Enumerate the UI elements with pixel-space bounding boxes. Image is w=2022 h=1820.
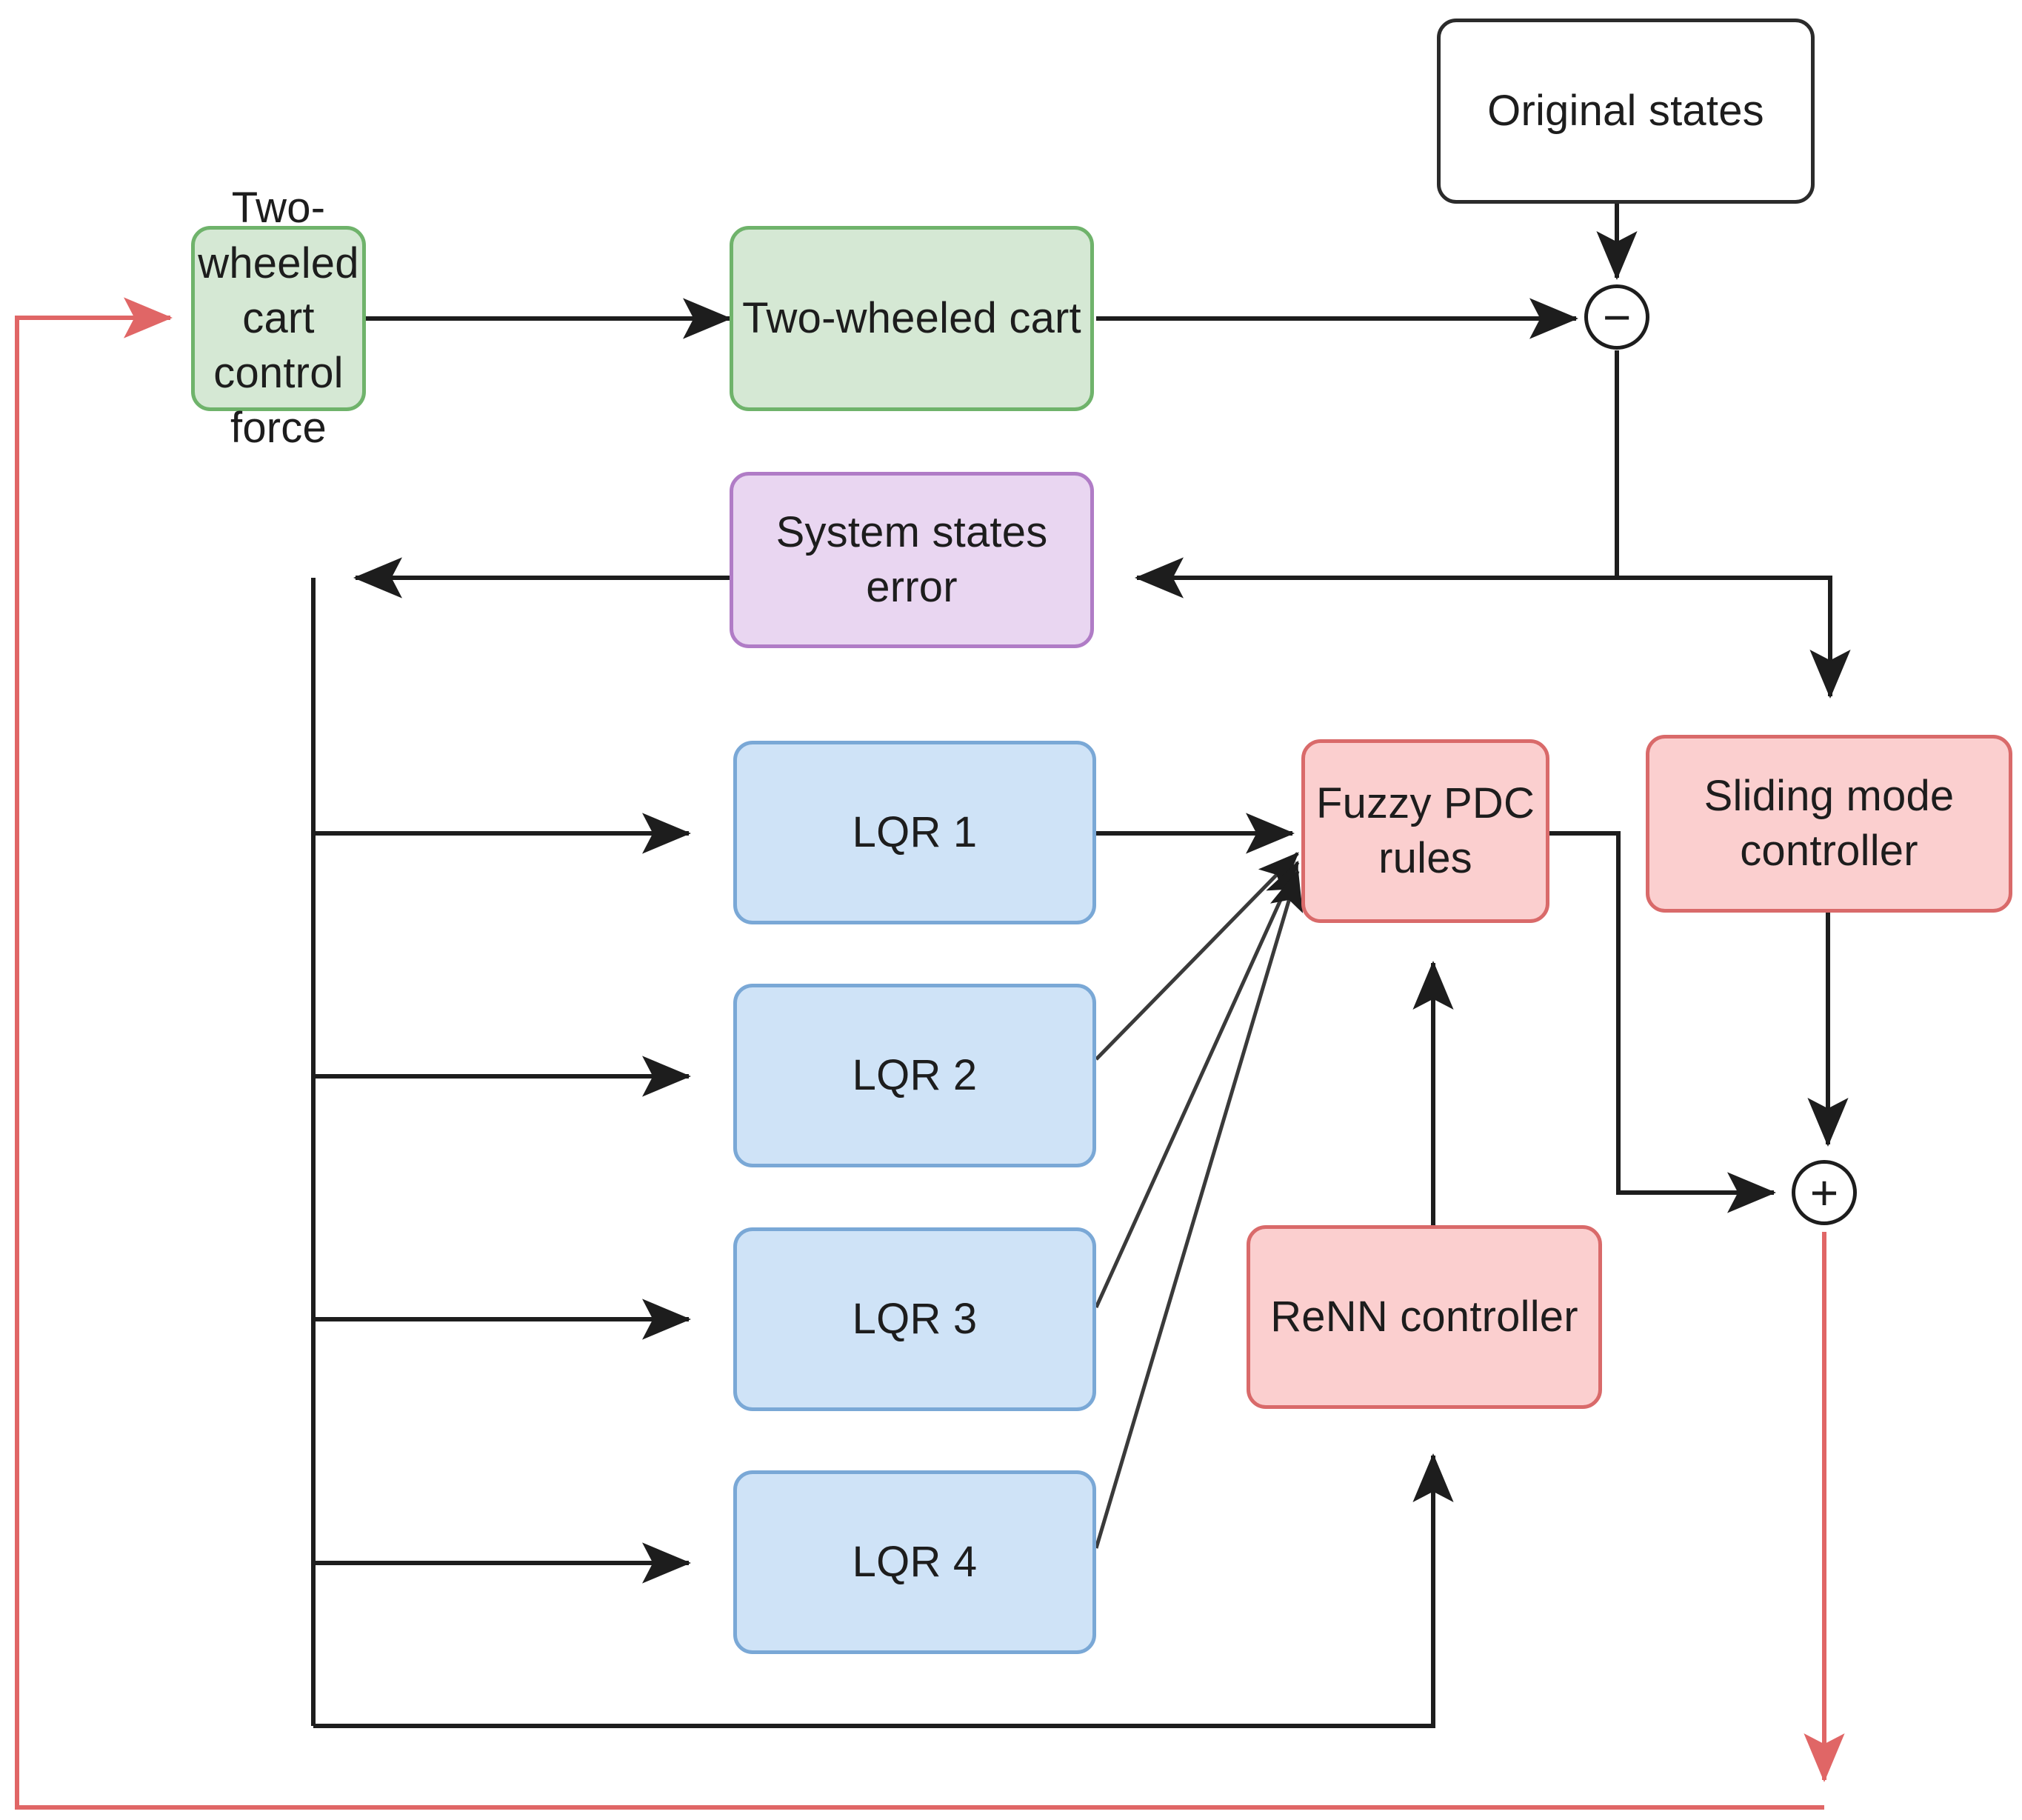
- node-lqr-4[interactable]: LQR 4: [733, 1470, 1096, 1654]
- edge-lqr3-to-fuzzy: [1094, 860, 1300, 1309]
- node-sliding-mode-controller[interactable]: Sliding mode controller: [1646, 735, 2012, 913]
- node-fuzzy-pdc-rules[interactable]: Fuzzy PDC rules: [1301, 739, 1549, 923]
- edge-statebus-to-renn: [313, 1453, 1454, 1728]
- node-lqr-3[interactable]: LQR 3: [733, 1227, 1096, 1411]
- node-original-states[interactable]: Original states: [1437, 19, 1815, 204]
- node-cart-control-force[interactable]: Two-wheeled cart control force: [191, 184, 366, 452]
- node-renn-controller[interactable]: ReNN controller: [1247, 1225, 1602, 1409]
- summing-junction-add[interactable]: +: [1792, 1160, 1857, 1225]
- edge-fuzzy-to-add: [1549, 831, 1776, 1213]
- node-two-wheeled-cart[interactable]: Two-wheeled cart: [730, 226, 1094, 411]
- node-system-states-error[interactable]: System states error: [730, 472, 1094, 648]
- node-lqr-2[interactable]: LQR 2: [733, 984, 1096, 1167]
- node-lqr-1[interactable]: LQR 1: [733, 741, 1096, 924]
- edge-lqr4-to-fuzzy: [1094, 869, 1304, 1549]
- edge-bus-to-slidingmode: [1617, 576, 1851, 699]
- edge-lqr2-to-fuzzy: [1095, 852, 1299, 1061]
- edge-bottomloop-to-controlforce: [15, 297, 1824, 1810]
- summing-junction-subtract[interactable]: −: [1584, 284, 1649, 350]
